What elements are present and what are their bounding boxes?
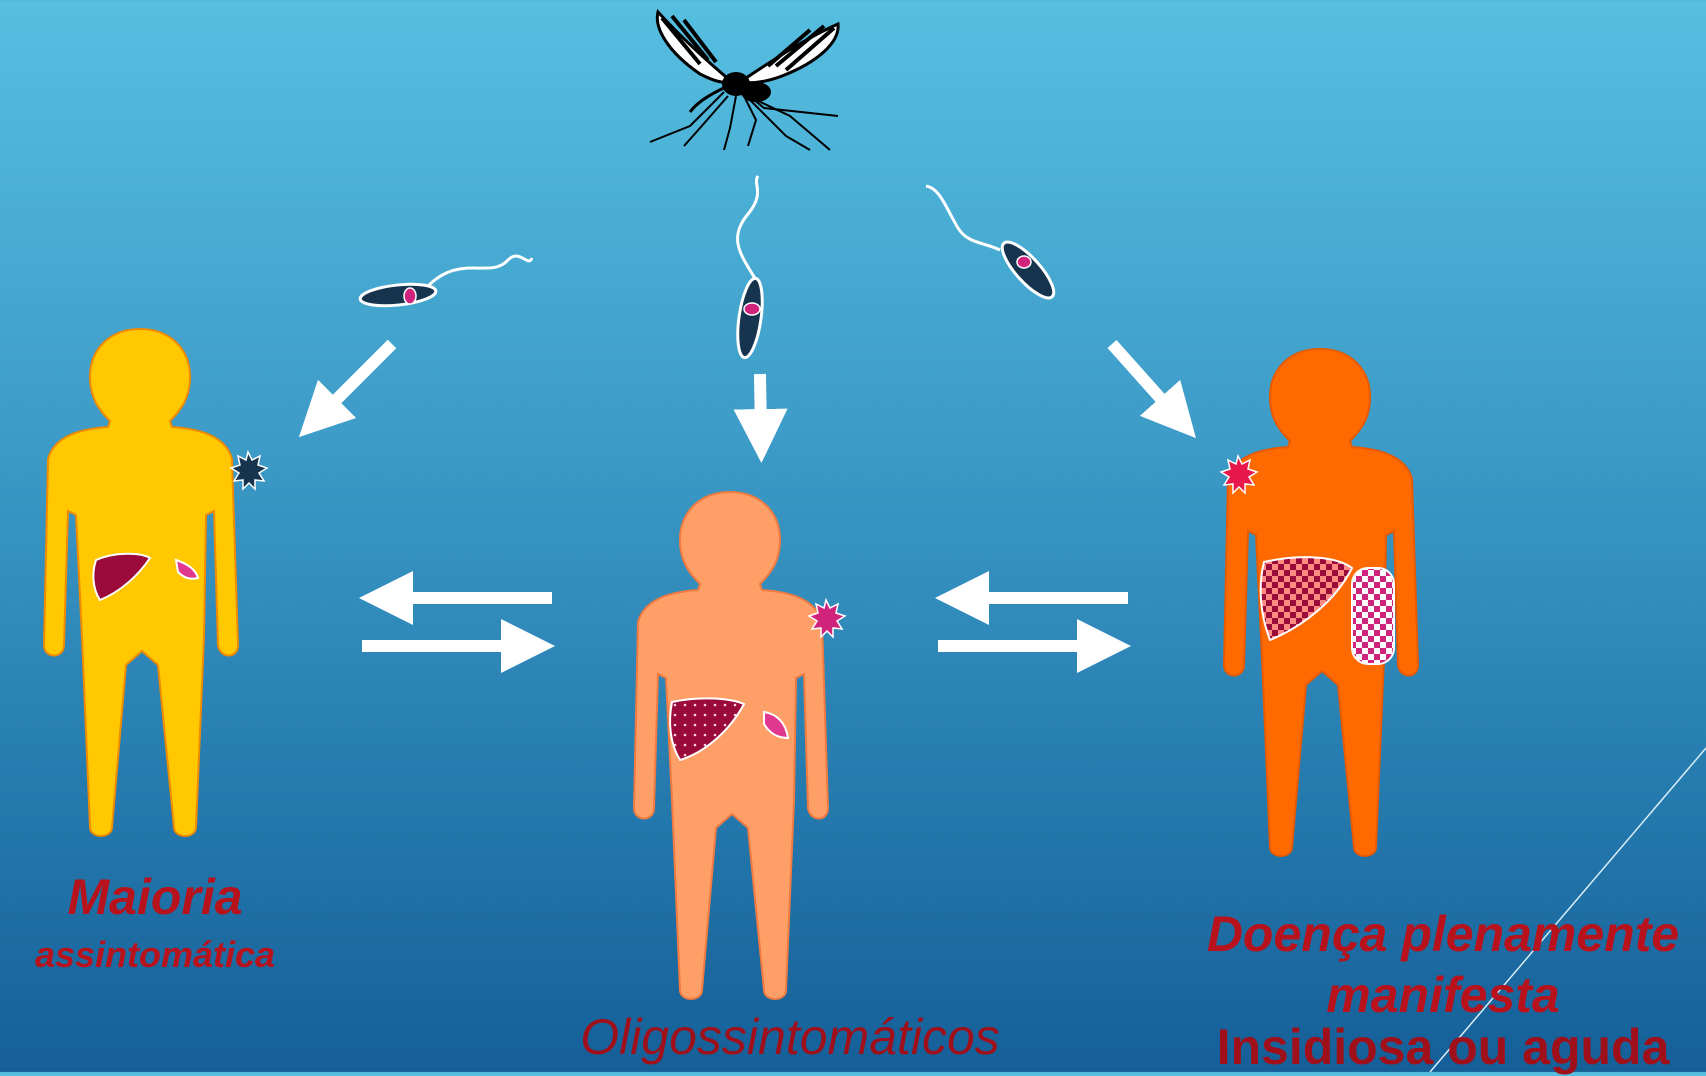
bite-burst-icon	[231, 452, 267, 489]
label-full-disease-line2: manifesta	[1180, 966, 1706, 1024]
promastigote-icon-right	[926, 186, 1061, 305]
label-asymptomatic-title: Maioria	[0, 868, 310, 926]
reversible-arrows-right	[938, 598, 1128, 646]
promastigote-icon-middle	[734, 176, 767, 359]
label-full-disease-line1: Doença plenamente	[1180, 905, 1706, 963]
human-figure-full-disease	[1221, 349, 1418, 856]
label-full-disease-line3: Insidiosa ou aguda	[1180, 1018, 1706, 1076]
label-oligosymptomatic: Oligossintomáticos	[530, 1008, 1050, 1066]
label-asymptomatic-subtitle: assintomática	[0, 934, 310, 976]
promastigote-icon-left	[359, 256, 532, 309]
reversible-arrows-left	[362, 598, 552, 646]
sandfly-icon	[650, 12, 838, 150]
human-figure-asymptomatic	[44, 329, 267, 836]
human-figure-oligosymptomatic	[634, 492, 845, 999]
spleen-icon	[1352, 568, 1394, 664]
